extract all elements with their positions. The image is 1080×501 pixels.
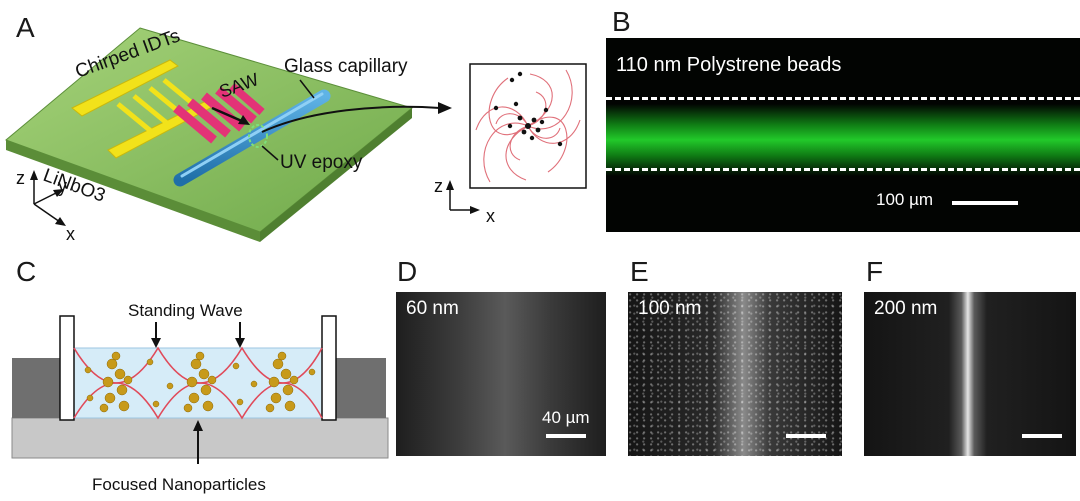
panel-letter-f: F xyxy=(866,256,884,287)
green-bead-band xyxy=(606,104,1080,176)
right-wall xyxy=(321,315,337,421)
label-standing-wave: Standing Wave xyxy=(128,301,243,320)
panel-f-scale-bar xyxy=(1022,434,1062,438)
panel-a-schematic: Chirped IDTs SAW LiNbO3 Glass capillary … xyxy=(5,25,587,244)
panel-letter-a: A xyxy=(16,12,35,43)
panel-f-micrograph: 200 nm xyxy=(864,292,1076,456)
axis-label-z: z xyxy=(16,168,25,188)
standing-wave-lines xyxy=(73,346,323,420)
nanoparticle-clusters xyxy=(84,351,316,413)
inset-axis-label-z: z xyxy=(434,176,443,196)
inset-axes xyxy=(446,180,480,214)
label-glass-capillary: Glass capillary xyxy=(284,56,408,77)
panel-e-label: 100 nm xyxy=(638,298,702,319)
panel-d-scale-label: 40 µm xyxy=(542,408,590,427)
panel-d-micrograph: 60 nm 40 µm xyxy=(396,292,606,456)
axis-label-y: y xyxy=(58,176,67,196)
epoxy-leader xyxy=(261,145,279,161)
inset-pointer-arrow xyxy=(261,105,441,133)
left-wall xyxy=(59,315,75,421)
panel-b-scale-label: 100 µm xyxy=(876,190,934,209)
inset-axis-label-x: x xyxy=(486,206,495,226)
capillary-leader xyxy=(299,79,315,99)
panel-d-label: 60 nm xyxy=(406,298,459,319)
panel-b-scale-bar xyxy=(952,201,1018,205)
axes-triad xyxy=(30,170,66,226)
panel-letter-d: D xyxy=(397,256,418,287)
panel-b-label: 110 nm Polystrene beads xyxy=(616,54,842,76)
focused-arrow xyxy=(193,420,203,464)
panel-f-label: 200 nm xyxy=(874,298,938,319)
right-block xyxy=(332,358,386,418)
label-uv-epoxy: UV epoxy xyxy=(280,152,363,173)
uv-epoxy-ring xyxy=(248,124,268,148)
inset-pointer-arrowhead xyxy=(438,102,452,114)
left-block xyxy=(12,358,64,418)
panel-e-micrograph: 100 nm xyxy=(628,292,842,456)
glass-capillary xyxy=(173,89,331,187)
streamline-inset xyxy=(469,63,587,189)
panel-d-scale-bar xyxy=(546,434,586,438)
channel-wall-top xyxy=(606,97,1080,100)
panel-b-micrograph: 110 nm Polystrene beads 100 µm xyxy=(606,38,1080,232)
panel-letter-c: C xyxy=(16,256,37,287)
channel-wall-bottom xyxy=(606,168,1080,171)
panel-letter-e: E xyxy=(630,256,649,287)
panel-c-schematic: Standing Wave Focused Nanoparticles xyxy=(11,301,389,494)
panel-e-scale-bar xyxy=(786,434,826,438)
base-plate xyxy=(11,417,389,459)
saw-arrow xyxy=(211,106,250,125)
axis-label-x: x xyxy=(66,224,75,244)
standing-wave-arrows xyxy=(151,322,245,348)
label-focused-nanoparticles: Focused Nanoparticles xyxy=(92,475,266,494)
panel-letter-b: B xyxy=(612,6,631,37)
